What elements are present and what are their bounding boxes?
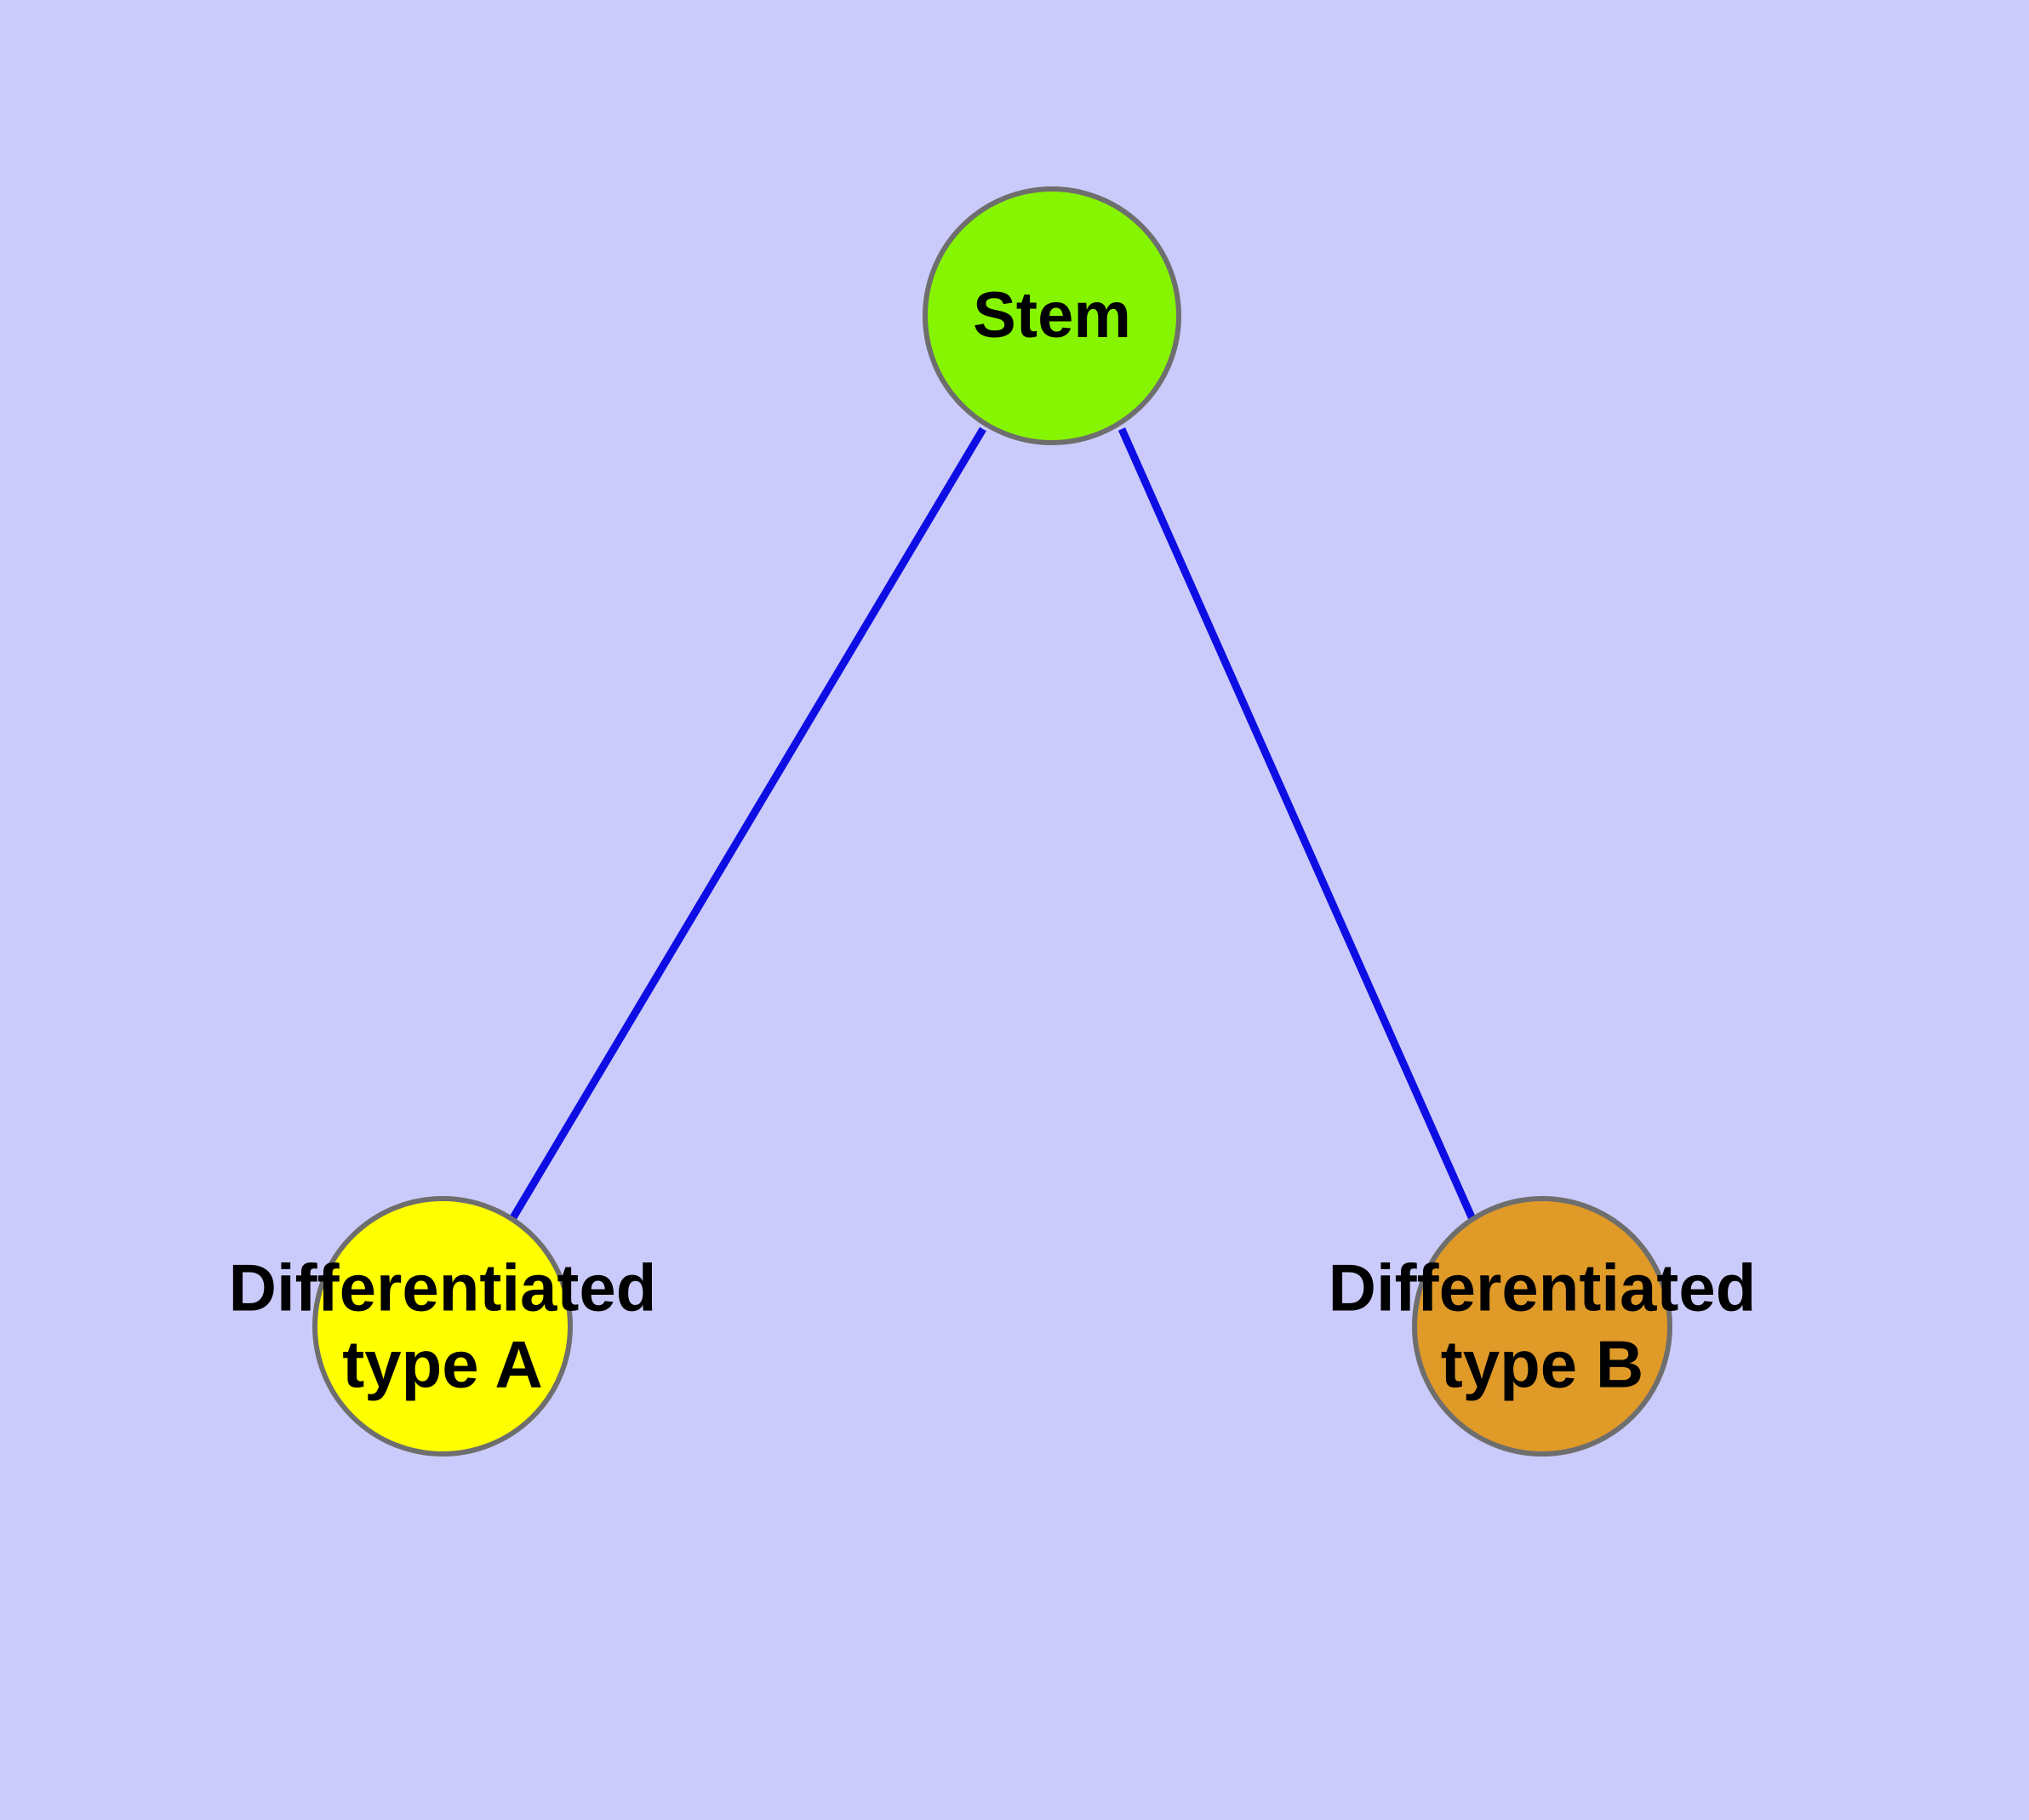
node-stem[interactable] xyxy=(923,186,1181,445)
edge-stem-to-differentiated-type-b[interactable] xyxy=(1117,427,1477,1221)
node-differentiated-type-b[interactable] xyxy=(1412,1196,1672,1457)
node-differentiated-type-a[interactable] xyxy=(312,1196,573,1457)
edge-layer xyxy=(509,426,1477,1222)
edge-stem-to-differentiated-type-a[interactable] xyxy=(509,426,986,1222)
node-layer xyxy=(312,186,1672,1457)
